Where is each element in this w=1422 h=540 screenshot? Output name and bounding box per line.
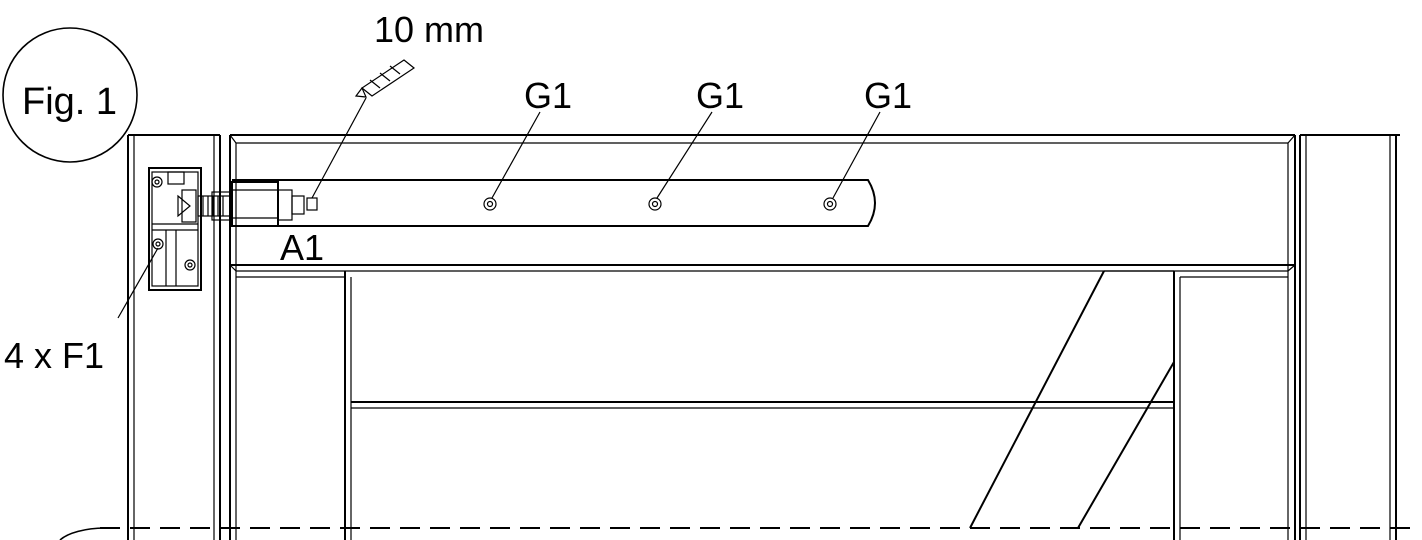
leader-fixings <box>117 247 159 319</box>
fixing-hole-3 <box>184 259 196 271</box>
next-figure-circle-edge <box>59 527 106 540</box>
leader-g1-2 <box>656 111 713 199</box>
screw-hole-1 <box>483 197 497 211</box>
screw-hole-2 <box>648 197 662 211</box>
anchor-label: A1 <box>280 227 324 268</box>
drill-bit-icon <box>354 59 416 98</box>
fixings-label: 4 x F1 <box>4 335 104 376</box>
diagonal-brace <box>969 270 1175 529</box>
gate-frame <box>229 134 1296 540</box>
leader-drill <box>311 97 367 199</box>
leader-g1-1 <box>491 111 541 199</box>
fixing-hole-2 <box>152 238 164 250</box>
inner-stiles <box>236 271 1288 540</box>
hinge-bracket <box>148 167 202 291</box>
fixing-hole-1 <box>151 176 163 188</box>
middle-rail <box>351 401 1174 409</box>
screw-label-1: G1 <box>524 75 572 116</box>
left-post <box>127 134 221 540</box>
drill-size-label: 10 mm <box>374 9 484 50</box>
hinge-strap <box>232 179 876 227</box>
right-post <box>1299 134 1400 540</box>
anchor-square <box>306 197 318 211</box>
figure-label-circle <box>2 27 138 163</box>
screw-hole-3 <box>823 197 837 211</box>
screw-label-3: G1 <box>864 75 912 116</box>
figure-label-badge: Fig. 1 <box>2 27 138 163</box>
leader-g1-3 <box>832 111 881 199</box>
screw-label-2: G1 <box>696 75 744 116</box>
figure-label-text: Fig. 1 <box>22 81 117 123</box>
